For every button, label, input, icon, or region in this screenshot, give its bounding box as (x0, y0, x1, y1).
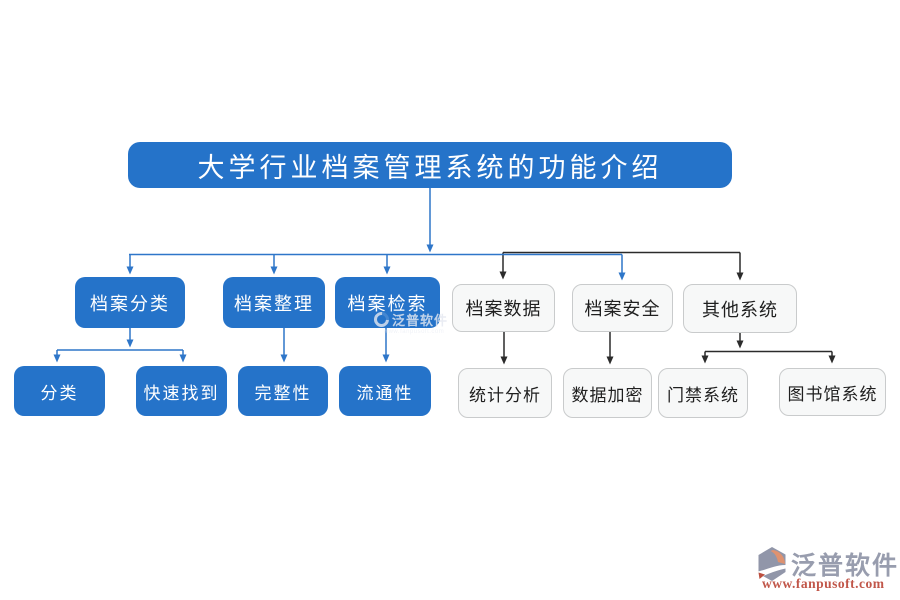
node-classification: 分类 (14, 366, 105, 416)
node-quick-find: 快速找到 (136, 366, 227, 416)
node-circulation: 流通性 (339, 366, 431, 416)
node-library-system: 图书馆系统 (779, 368, 886, 416)
node-archive-data: 档案数据 (452, 284, 555, 332)
node-statistical-analysis: 统计分析 (458, 368, 552, 418)
node-archive-classification: 档案分类 (75, 277, 185, 328)
footer-site-text: www.fanpusoft.com (762, 576, 885, 591)
node-access-control-system: 门禁系统 (658, 368, 748, 418)
node-data-encryption: 数据加密 (563, 368, 652, 418)
footer-brand-block: 泛普软件 www.fanpusoft.com (752, 545, 900, 595)
footer-brand-text: 泛普软件 (791, 552, 900, 580)
node-archive-security: 档案安全 (572, 284, 673, 332)
node-other-systems: 其他系统 (683, 284, 797, 333)
node-integrity: 完整性 (238, 366, 328, 416)
node-archive-organization: 档案整理 (223, 277, 325, 328)
node-archive-retrieval: 档案检索 (335, 277, 440, 328)
fanpu-logo-icon (758, 547, 786, 581)
node-title: 大学行业档案管理系统的功能介绍 (128, 142, 732, 188)
